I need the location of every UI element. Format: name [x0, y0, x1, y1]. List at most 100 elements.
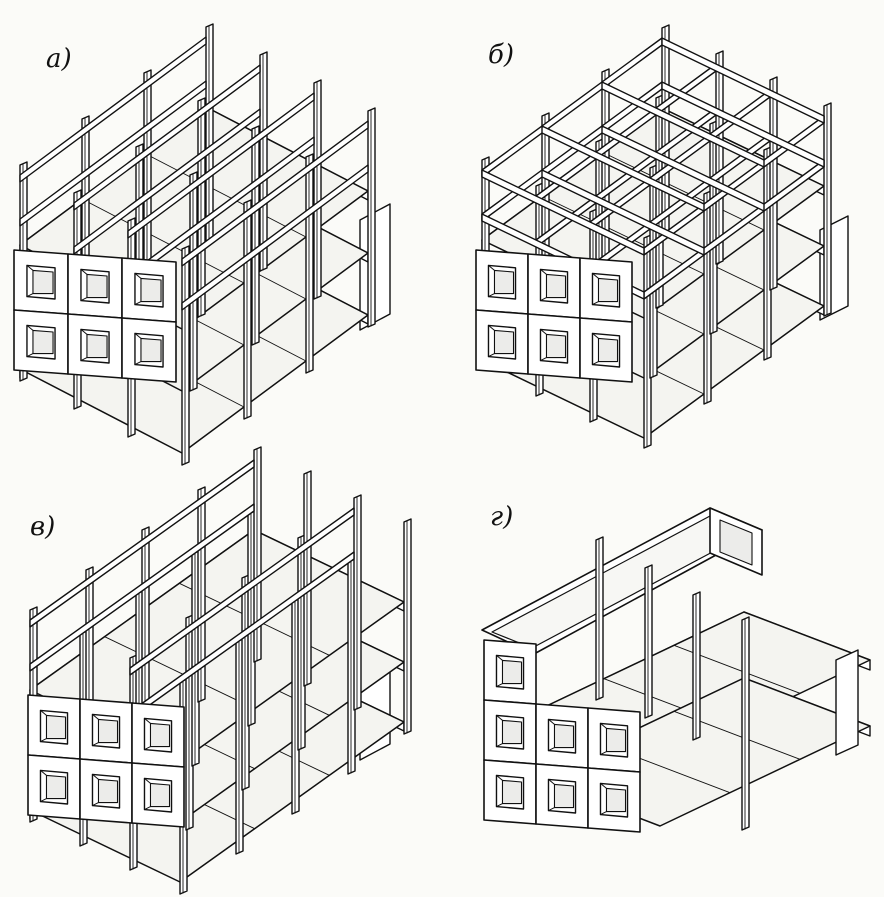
window-bevel	[591, 272, 599, 279]
window-recess	[149, 722, 171, 748]
column	[303, 470, 312, 687]
window-bevel	[591, 332, 599, 339]
cross-beam	[481, 169, 645, 256]
window-recess	[140, 337, 162, 363]
top-beam	[181, 120, 369, 267]
window-bevel	[39, 709, 47, 716]
column	[353, 494, 362, 711]
column	[601, 68, 610, 283]
label-b: б)	[488, 40, 515, 70]
column	[367, 107, 376, 328]
end-box-window	[719, 519, 753, 566]
window-bevel	[91, 802, 99, 807]
window-bevel	[487, 353, 495, 358]
window-bevel	[547, 778, 555, 785]
window-bevel	[143, 746, 151, 751]
window-recess	[553, 723, 575, 749]
window-recess	[493, 269, 515, 295]
window-recess	[545, 273, 567, 299]
window-bevel	[547, 718, 555, 725]
window-bevel	[495, 714, 503, 721]
window-recess	[149, 782, 171, 808]
window-recess	[501, 659, 523, 685]
slab-joint	[143, 152, 307, 238]
cross-beam	[601, 81, 765, 168]
window-bevel	[487, 264, 495, 271]
window-bevel	[599, 722, 607, 729]
window-bevel	[143, 777, 151, 784]
window-recess	[45, 714, 67, 740]
window-bevel	[487, 324, 495, 331]
window-recess	[32, 269, 54, 295]
window-bevel	[134, 332, 142, 339]
column	[251, 125, 260, 346]
top-beam	[129, 507, 355, 676]
window-recess	[501, 779, 523, 805]
column	[143, 69, 152, 290]
window-bevel	[80, 357, 88, 362]
window-bevel	[39, 769, 47, 776]
column	[644, 564, 653, 719]
window-bevel	[26, 324, 34, 331]
window-bevel	[495, 743, 503, 748]
window-recess	[605, 787, 627, 813]
column	[189, 171, 198, 392]
label-g: г)	[490, 502, 514, 532]
column	[313, 79, 322, 300]
window-recess	[86, 333, 108, 359]
mid-beam	[181, 164, 369, 311]
frame-diagram-g	[481, 507, 871, 833]
window-recess	[597, 337, 619, 363]
column	[259, 51, 268, 272]
column	[595, 536, 604, 701]
column	[243, 199, 252, 420]
column	[197, 97, 206, 318]
slab-joint	[601, 151, 765, 231]
column	[305, 153, 314, 374]
window-recess	[545, 333, 567, 359]
window-bevel	[134, 272, 142, 279]
window-bevel	[539, 297, 547, 302]
window-bevel	[487, 293, 495, 298]
window-bevel	[80, 328, 88, 335]
window-recess	[86, 273, 108, 299]
window-bevel	[547, 807, 555, 812]
window-recess	[45, 774, 67, 800]
cross-beam	[661, 81, 825, 168]
window-bevel	[26, 264, 34, 271]
window-bevel	[495, 774, 503, 781]
window-recess	[501, 719, 523, 745]
window-bevel	[495, 803, 503, 808]
column	[253, 446, 262, 663]
window-bevel	[134, 301, 142, 306]
window-recess	[597, 277, 619, 303]
mid-beam	[73, 108, 261, 255]
window-bevel	[143, 717, 151, 724]
window-bevel	[91, 773, 99, 780]
cross-beam	[601, 125, 765, 212]
window-recess	[553, 783, 575, 809]
column	[692, 591, 701, 741]
window-bevel	[91, 742, 99, 747]
frame-diagram-b	[475, 24, 849, 449]
window-bevel	[39, 798, 47, 803]
window-bevel	[80, 297, 88, 302]
slab-joint	[541, 195, 705, 275]
window-recess	[140, 277, 162, 303]
top-beam	[29, 459, 255, 628]
window-bevel	[599, 751, 607, 756]
label-v: в)	[30, 512, 56, 542]
top-beam	[73, 64, 261, 211]
top-beam	[127, 92, 315, 239]
window-recess	[97, 718, 119, 744]
window-bevel	[39, 738, 47, 743]
column	[403, 518, 412, 735]
column	[769, 76, 778, 291]
window-recess	[605, 727, 627, 753]
window-bevel	[599, 811, 607, 816]
window-recess	[32, 329, 54, 355]
mid-beam	[29, 503, 255, 672]
slab-joint	[81, 198, 245, 284]
window-bevel	[591, 301, 599, 306]
